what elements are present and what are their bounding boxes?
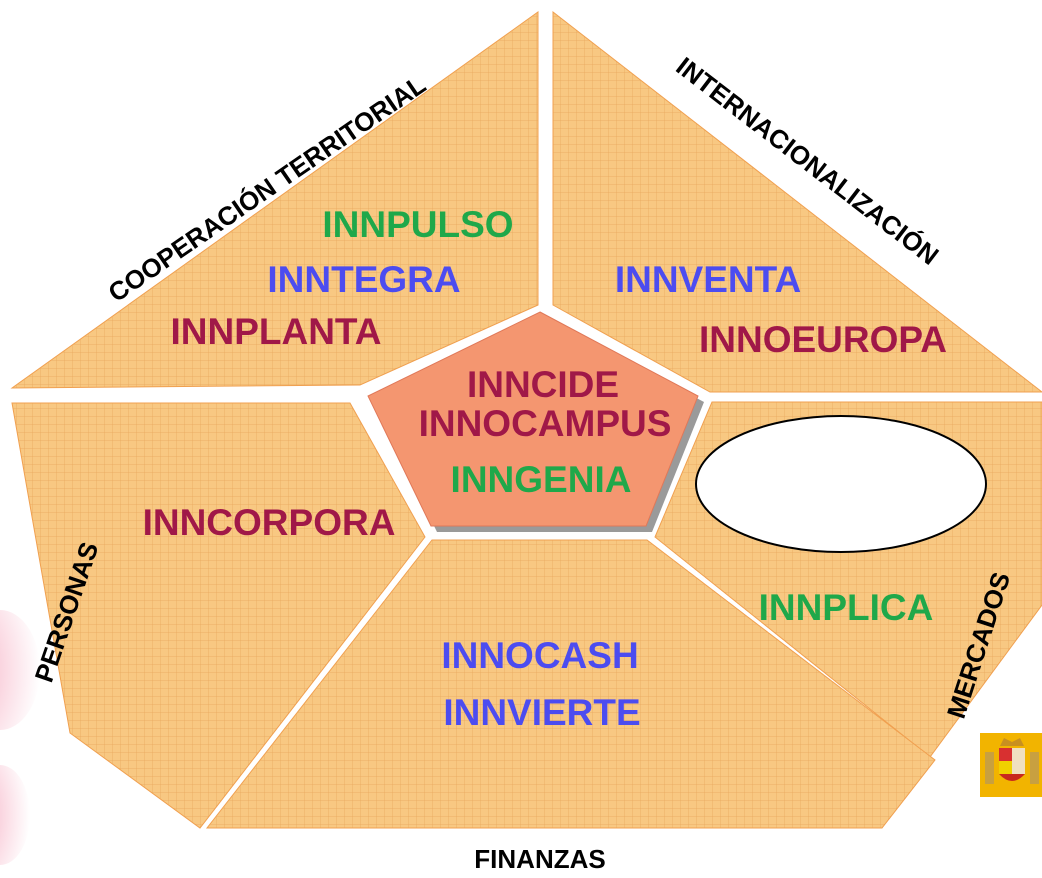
- panel-cooperacion-territorial: [10, 11, 539, 389]
- program-label-innplica: INNPLICA: [759, 587, 934, 628]
- decorative-blob: [0, 610, 40, 730]
- program-label-innocash: INNOCASH: [441, 635, 638, 676]
- program-label-innvierte: INNVIERTE: [443, 692, 640, 733]
- program-label-inntegra: INNTEGRA: [267, 259, 460, 300]
- program-label-inncide: INNCIDE: [467, 364, 619, 405]
- program-label-innventa: INNVENTA: [615, 259, 801, 300]
- side-label-finanzas: FINANZAS: [474, 844, 605, 874]
- program-label-innplanta: INNPLANTA: [170, 311, 381, 352]
- program-label-innoeuropa: INNOEUROPA: [699, 319, 947, 360]
- panel-finanzas: [205, 539, 936, 829]
- decorative-blob: [0, 765, 30, 865]
- program-label-innocampus: INNOCAMPUS: [419, 403, 672, 444]
- panel-personas: [11, 402, 426, 829]
- program-label-innpulso: INNPULSO: [322, 204, 513, 245]
- blank-oval: [695, 415, 987, 553]
- panel-internacionalizacion: [552, 10, 1042, 393]
- center-pentagon: [367, 311, 699, 527]
- program-label-inncorpora: INNCORPORA: [143, 502, 396, 543]
- program-label-inngenia: INNGENIA: [451, 459, 632, 500]
- spain-coat-of-arms-icon: [980, 733, 1042, 797]
